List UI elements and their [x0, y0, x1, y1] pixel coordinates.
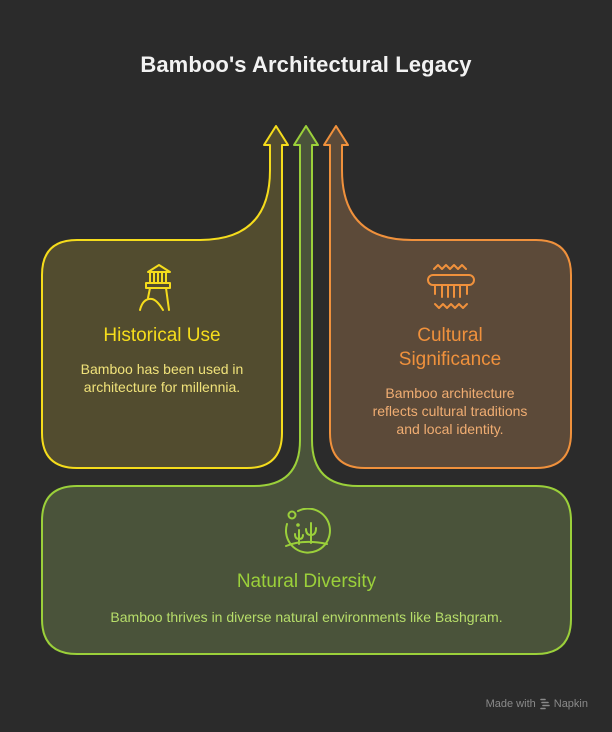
body-line: reflects cultural traditions [372, 403, 528, 419]
card-heading: Historical Use [103, 325, 221, 346]
natural-diversity-card: Natural Diversity Bamboo thrives in dive… [52, 570, 561, 626]
footer: Made with Napkin [486, 698, 588, 710]
made-with-label: Made with [485, 698, 536, 710]
card-body: Bamboo thrives in diverse natural enviro… [110, 609, 503, 625]
card-body: Bamboo architecture reflects cultural tr… [340, 384, 560, 438]
desert-plants-icon [285, 508, 331, 554]
lighthouse-icon [139, 264, 171, 311]
napkin-brand-link[interactable]: Napkin [539, 698, 588, 710]
napkin-brand-label: Napkin [553, 698, 588, 710]
page-title: Bamboo's Architectural Legacy [140, 52, 472, 77]
body-line: architecture for millennia. [83, 379, 241, 395]
card-heading: Cultural Significance [340, 324, 560, 372]
cultural-significance-card: Cultural Significance Bamboo architectur… [340, 324, 560, 438]
historical-use-shape [41, 125, 289, 469]
heading-line: Cultural [417, 325, 483, 346]
heading-line: Significance [398, 349, 502, 370]
column-capital-icon [427, 264, 475, 309]
body-line: Bamboo architecture [385, 385, 515, 401]
card-heading: Natural Diversity [236, 571, 377, 592]
body-line: Bamboo has been used in [80, 361, 244, 377]
napkin-logo-icon [539, 698, 550, 710]
body-line: and local identity. [396, 421, 504, 437]
natural-diversity-shape [41, 125, 572, 655]
historical-use-card: Historical Use Bamboo has been used in a… [52, 324, 272, 396]
card-body: Bamboo has been used in architecture for… [52, 360, 272, 396]
